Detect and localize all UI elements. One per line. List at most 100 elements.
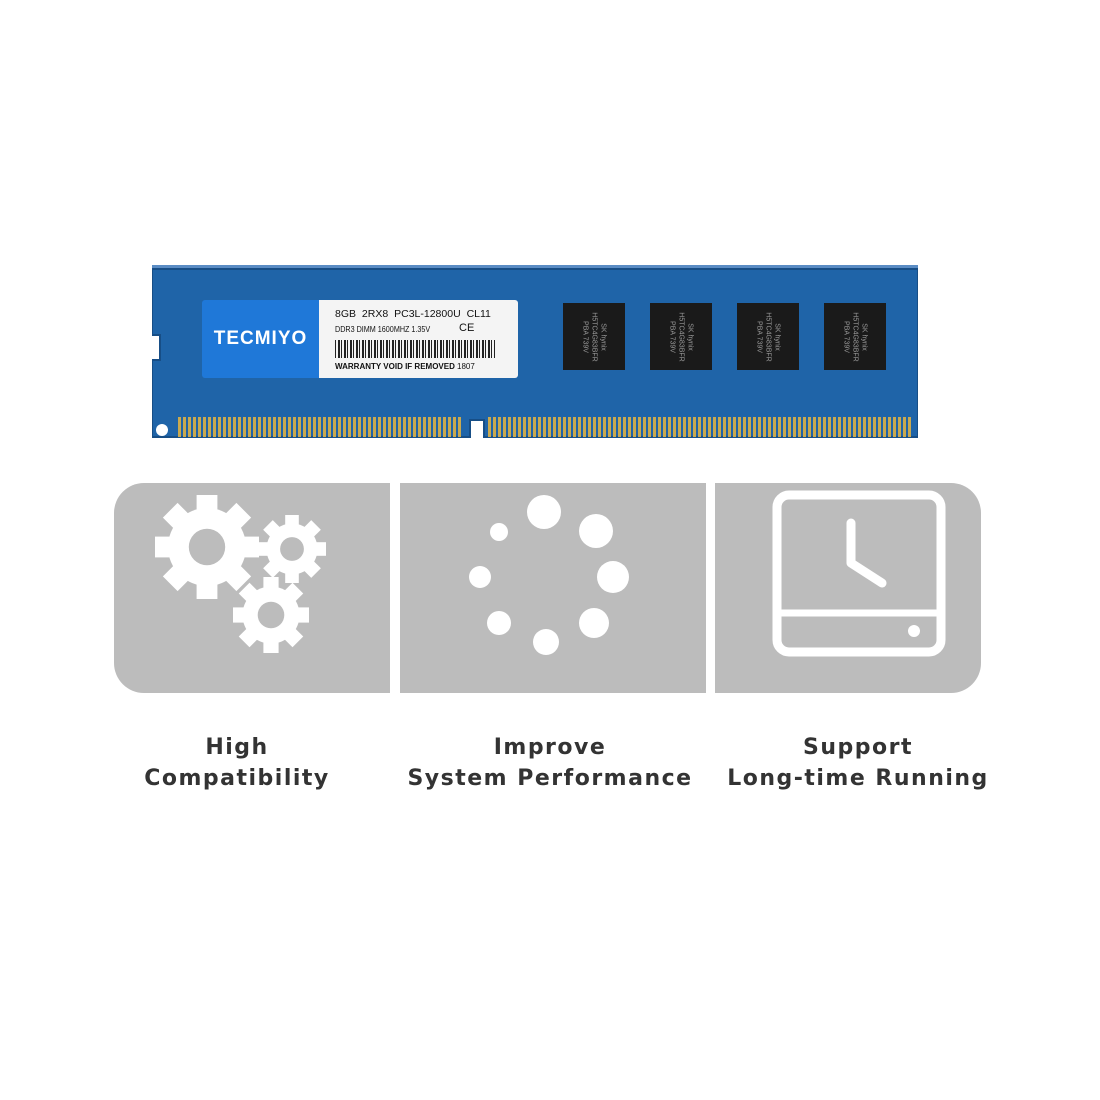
gold-contact xyxy=(398,417,401,437)
gold-contact xyxy=(243,417,246,437)
chip-marking: SK hynix H5TC4G83BFR PBA 739V xyxy=(737,303,799,370)
gold-contact xyxy=(198,417,201,437)
gold-contact xyxy=(343,417,346,437)
gold-contact xyxy=(388,417,391,437)
gold-contact xyxy=(498,417,501,437)
gold-contact xyxy=(353,417,356,437)
gold-contact xyxy=(703,417,706,437)
gold-contact xyxy=(658,417,661,437)
gold-contact xyxy=(898,417,901,437)
gold-contact xyxy=(228,417,231,437)
ce-mark: CE xyxy=(459,322,475,334)
gold-contact xyxy=(308,417,311,437)
gold-contact xyxy=(798,417,801,437)
caption-line: Improve xyxy=(493,735,607,760)
gold-contact xyxy=(678,417,681,437)
caption-line: Compatibility xyxy=(144,766,330,791)
brand-logo: TECMIYO xyxy=(213,328,308,349)
gold-contact xyxy=(188,417,191,437)
gold-contact xyxy=(818,417,821,437)
gold-contact xyxy=(233,417,236,437)
gold-contact xyxy=(393,417,396,437)
gold-contact xyxy=(293,417,296,437)
gold-contact xyxy=(583,417,586,437)
gold-contact xyxy=(318,417,321,437)
gold-contact xyxy=(828,417,831,437)
barcode xyxy=(335,340,495,358)
gold-contact xyxy=(578,417,581,437)
gold-contact xyxy=(603,417,606,437)
caption-line: High xyxy=(205,735,269,760)
gold-contact xyxy=(683,417,686,437)
gold-contact xyxy=(713,417,716,437)
spec-line-2: DDR3 DIMM 1600MHZ 1.35V xyxy=(335,325,431,334)
gold-contact xyxy=(873,417,876,437)
gold-contact xyxy=(413,417,416,437)
memory-chip xyxy=(737,303,799,370)
spec-line-1: 8GB 2RX8 PC3L-12800U CL11 xyxy=(335,308,491,320)
gold-contact xyxy=(553,417,556,437)
gold-contact xyxy=(903,417,906,437)
gold-contact xyxy=(753,417,756,437)
gold-contact xyxy=(693,417,696,437)
gold-contact xyxy=(838,417,841,437)
monitor-clock-icon xyxy=(772,490,946,657)
gold-contact xyxy=(588,417,591,437)
gold-contact xyxy=(513,417,516,437)
gold-contact xyxy=(808,417,811,437)
gold-contact xyxy=(558,417,561,437)
gold-contact xyxy=(608,417,611,437)
gold-contact xyxy=(433,417,436,437)
gold-contact xyxy=(218,417,221,437)
gold-contact xyxy=(273,417,276,437)
gold-contact xyxy=(378,417,381,437)
gold-contact xyxy=(263,417,266,437)
gold-contact xyxy=(323,417,326,437)
caption-line: Support xyxy=(803,735,913,760)
gold-contact xyxy=(643,417,646,437)
gold-contact xyxy=(253,417,256,437)
gold-contact xyxy=(368,417,371,437)
gold-contact xyxy=(748,417,751,437)
gold-contact xyxy=(698,417,701,437)
feature-caption-performance: Improve System Performance xyxy=(390,732,710,794)
memory-chip xyxy=(563,303,625,370)
gold-contact xyxy=(523,417,526,437)
gears-icon xyxy=(155,495,326,653)
gold-contact xyxy=(193,417,196,437)
gold-contact xyxy=(328,417,331,437)
brand-label: TECMIYO xyxy=(202,300,319,378)
gold-contact xyxy=(563,417,566,437)
gold-contact xyxy=(598,417,601,437)
gold-contact xyxy=(638,417,641,437)
chip-text: SK hynix H5TC4G83BFR PBA 739V xyxy=(842,311,868,362)
gold-contact xyxy=(418,417,421,437)
gold-contact xyxy=(718,417,721,437)
gold-contact xyxy=(538,417,541,437)
gold-contact xyxy=(208,417,211,437)
gold-contact xyxy=(633,417,636,437)
gold-contact xyxy=(348,417,351,437)
gold-contact xyxy=(843,417,846,437)
gold-contact xyxy=(663,417,666,437)
caption-line: System Performance xyxy=(407,766,693,791)
warranty-text: WARRANTY VOID IF REMOVED xyxy=(335,362,455,371)
gold-contact xyxy=(443,417,446,437)
gold-contact xyxy=(183,417,186,437)
gold-contact xyxy=(768,417,771,437)
gold-contact xyxy=(723,417,726,437)
gold-contact xyxy=(533,417,536,437)
chip-marking: SK hynix H5TC4G83BFR PBA 739V xyxy=(824,303,886,370)
spec-label: 8GB 2RX8 PC3L-12800U CL11 DDR3 DIMM 1600… xyxy=(319,300,518,378)
gold-contact xyxy=(673,417,676,437)
gold-contact xyxy=(508,417,511,437)
gold-contact xyxy=(278,417,281,437)
gold-contact xyxy=(758,417,761,437)
gold-contact xyxy=(358,417,361,437)
gold-contact xyxy=(448,417,451,437)
gold-contact xyxy=(488,417,491,437)
gold-contact xyxy=(338,417,341,437)
chip-text: SK hynix H5TC4G83BFR PBA 739V xyxy=(668,311,694,362)
gold-contact xyxy=(858,417,861,437)
gold-contact xyxy=(888,417,891,437)
